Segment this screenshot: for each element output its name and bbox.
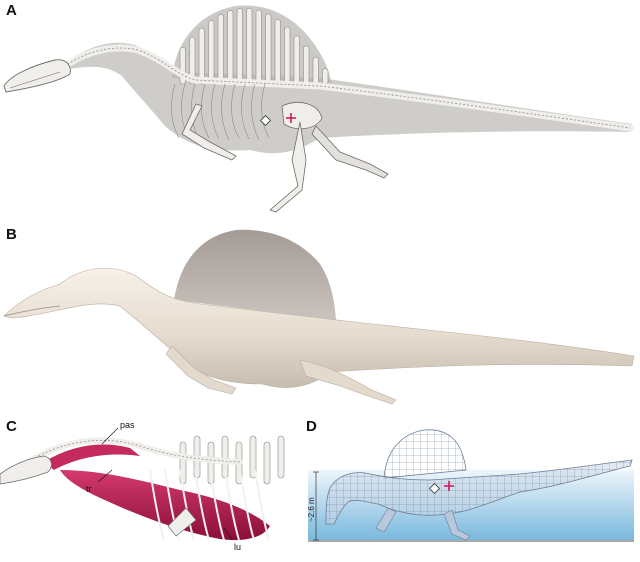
center-of-mass-marker-d [444,481,454,491]
neural-spine [227,10,234,85]
fore-limb-closeup [167,507,197,537]
label-lu: lu [234,542,241,552]
depth-scale [313,471,319,541]
fore-limb [181,103,237,161]
hind-leg-flesh [299,359,397,405]
hind-leg-far [311,125,389,179]
lung-muscle [60,470,270,541]
skeleton-body-silhouette [60,42,632,154]
panel-c-muscles: pas tr lu [0,420,285,552]
center-of-mass-marker [286,113,296,123]
neural-spine [246,7,253,85]
rib [241,83,250,140]
skull-closeup [0,455,52,485]
rib [211,83,220,140]
label-tr: tr [86,484,92,494]
panel-d-label: D [306,418,317,435]
rib [251,83,260,141]
neural-spine [217,14,224,85]
rib [261,83,270,139]
skull [3,59,71,93]
fore-limb-flesh [165,345,237,395]
neural-spine [265,13,272,85]
panel-b-label: B [6,226,17,243]
sail-flesh [174,229,336,320]
rib [201,83,210,139]
neural-spine [198,27,205,85]
neural-spine [255,9,262,85]
rib [221,83,230,141]
rib-closeup [149,469,165,541]
rib-closeup [194,469,210,541]
depth-scale-label: ~2.6 m [307,497,316,522]
neural-spine-closeup [277,435,285,479]
body-flesh [3,267,635,388]
hind-leg-near [269,121,307,213]
jaw-flesh [3,305,61,317]
neural-spine [189,36,196,85]
panel-b-flesh-model [3,229,635,405]
neural-spine [293,35,300,85]
panel-c-label: C [6,418,17,435]
rib-closeup [224,469,240,541]
centre-of-buoyancy-marker [428,482,441,495]
rib-closeup [179,469,195,541]
rib-closeup [254,469,270,541]
neural-spine [274,19,281,85]
pelvis [281,102,323,130]
neural-spine [312,56,319,85]
neural-spine [303,45,310,85]
label-pas: pas [120,420,135,430]
neural-spine-closeup [221,435,229,479]
neck-muscle [44,444,140,470]
body-centre-marker [259,114,272,127]
panel-a-skeleton [3,5,634,213]
rib [171,83,180,139]
neural-spine [208,20,215,85]
neural-spine-closeup [263,441,271,485]
rib [231,83,240,139]
panel-d-flotation: ~2.6 m [307,429,634,542]
neural-spine [236,8,243,85]
rib-closeup [239,469,255,541]
neural-spine [322,68,329,85]
rib-closeup [209,469,225,541]
neural-spine-closeup [249,435,257,479]
panel-a-label: A [6,2,17,19]
vertebral-column [54,44,634,132]
mesh-fore-limb [375,507,397,533]
mesh-hind-leg [443,509,471,541]
neural-spine [284,26,291,85]
